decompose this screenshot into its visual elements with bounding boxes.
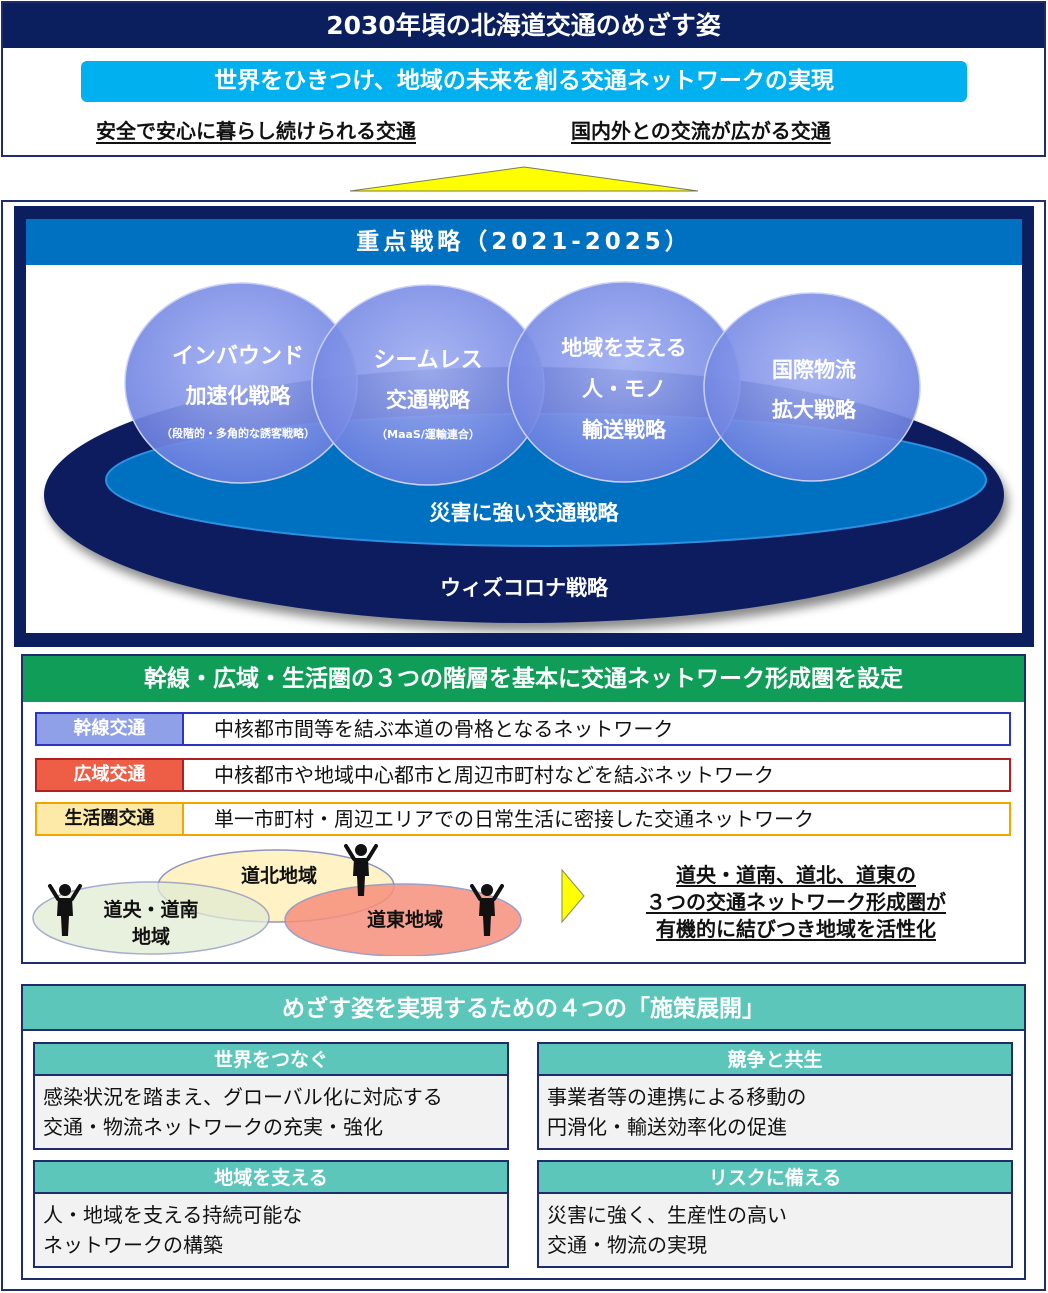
measure-body-line: 感染状況を踏まえ、グローバル化に対応する	[43, 1085, 443, 1109]
tier-row-living-area: 生活圏交通 単一市町村・周辺エリアでの日常生活に密接した交通ネットワーク	[35, 802, 1011, 836]
measure-body-line: 事業者等の連携による移動の	[547, 1085, 807, 1109]
vision-subgoal-safety: 安全で安心に暮らし続けられる交通	[96, 119, 416, 143]
region-north-label: 道北地域	[241, 864, 317, 887]
measure-title: リスクに備える	[537, 1160, 1013, 1194]
tier-label: 広域交通	[37, 760, 184, 790]
measure-card-connect-world: 世界をつなぐ 感染状況を踏まえ、グローバル化に対応する 交通・物流ネットワークの…	[33, 1042, 509, 1150]
vision-main-goal: 世界をひきつけ、地域の未来を創る交通ネットワークの実現	[81, 61, 967, 102]
tier-description: 単一市町村・周辺エリアでの日常生活に密接した交通ネットワーク	[214, 807, 814, 831]
measure-body-line: ネットワークの構築	[43, 1233, 223, 1257]
tier-description: 中核都市や地域中心都市と周辺市町村などを結ぶネットワーク	[214, 763, 774, 787]
strategy-frame	[1, 200, 1046, 1291]
measure-body-line: 災害に強く、生産性の高い	[547, 1203, 787, 1227]
strategy-header: 重点戦略（2021-2025）	[26, 219, 1022, 265]
tier-row-trunk: 幹線交通 中核都市間等を結ぶ本道の骨格となるネットワーク	[35, 712, 1011, 746]
disaster-resilient-label: 災害に強い交通戦略	[430, 501, 620, 525]
with-corona-label: ウィズコロナ戦略	[440, 576, 609, 600]
conclusion-line: ３つの交通ネットワーク形成圏が	[646, 890, 946, 914]
strategy-circle-3-line-3: 輸送戦略	[582, 418, 667, 442]
measure-body: 感染状況を踏まえ、グローバル化に対応する 交通・物流ネットワークの充実・強化	[43, 1082, 503, 1142]
region-east-label: 道東地域	[367, 908, 443, 931]
up-arrow-icon	[349, 166, 699, 192]
tier-description: 中核都市間等を結ぶ本道の骨格となるネットワーク	[214, 717, 674, 741]
measure-card-support-region: 地域を支える 人・地域を支える持続可能な ネットワークの構築	[33, 1160, 509, 1268]
right-arrow-icon	[561, 868, 585, 924]
strategy-circle-1-line-1: インバウンド	[172, 344, 304, 369]
network-conclusion: 道央・道南、道北、道東の ３つの交通ネットワーク形成圏が 有機的に結びつき地域を…	[596, 862, 996, 943]
region-central-south-label-2: 地域	[132, 925, 170, 948]
measure-card-competition: 競争と共生 事業者等の連携による移動の 円滑化・輸送効率化の促進	[537, 1042, 1013, 1150]
region-central-south-label-1: 道央・道南	[103, 898, 198, 921]
network-header: 幹線・広域・生活圏の３つの階層を基本に交通ネットワーク形成圏を設定	[23, 656, 1024, 702]
regions-diagram: 道北地域 道央・道南 地域 道東地域	[32, 842, 522, 956]
measure-title: 世界をつなぐ	[33, 1042, 509, 1076]
region-central-south-area	[32, 881, 270, 955]
measure-body: 事業者等の連携による移動の 円滑化・輸送効率化の促進	[547, 1082, 1007, 1142]
measure-body: 災害に強く、生産性の高い 交通・物流の実現	[547, 1200, 1007, 1260]
measure-body-line: 人・地域を支える持続可能な	[43, 1203, 303, 1227]
conclusion-line: 道央・道南、道北、道東の	[676, 863, 916, 887]
tier-label: 生活圏交通	[37, 804, 184, 834]
strategy-circle-3-line-1: 地域を支える	[561, 336, 686, 360]
measure-body-line: 円滑化・輸送効率化の促進	[547, 1115, 787, 1139]
measure-title: 地域を支える	[33, 1160, 509, 1194]
network-section: 幹線・広域・生活圏の３つの階層を基本に交通ネットワーク形成圏を設定 幹線交通 中…	[21, 654, 1026, 964]
vision-box: 2030年頃の北海道交通のめざす姿 世界をひきつけ、地域の未来を創る交通ネットワ…	[1, 1, 1046, 157]
vision-subgoal-exchange: 国内外との交流が広がる交通	[571, 119, 831, 143]
measure-body-line: 交通・物流の実現	[547, 1233, 707, 1257]
strategy-panel: 重点戦略（2021-2025） インバウンド	[14, 206, 1034, 647]
strategy-diagram: インバウンド 加速化戦略 （段階的・多角的な誘客戦略） シームレス 交通戦略 （…	[26, 265, 1022, 633]
strategy-circle-4-line-1: 国際物流	[772, 358, 856, 382]
tier-label: 幹線交通	[37, 714, 184, 744]
strategy-circle-2-note: （MaaS/運輸連合）	[376, 427, 480, 441]
strategy-circle-4-line-2: 拡大戦略	[772, 398, 857, 422]
measure-card-risk: リスクに備える 災害に強く、生産性の高い 交通・物流の実現	[537, 1160, 1013, 1268]
strategy-circle-2-line-2: 交通戦略	[386, 388, 471, 412]
measure-body-line: 交通・物流ネットワークの充実・強化	[43, 1115, 383, 1139]
measures-header: めざす姿を実現するための４つの「施策展開」	[21, 984, 1026, 1031]
measures-section: めざす姿を実現するための４つの「施策展開」 世界をつなぐ 感染状況を踏まえ、グロ…	[21, 984, 1026, 1280]
strategy-circle-1-line-2: 加速化戦略	[185, 384, 292, 408]
strategy-circle-1-note: （段階的・多角的な誘客戦略）	[161, 426, 315, 440]
vision-title: 2030年頃の北海道交通のめざす姿	[3, 3, 1044, 48]
strategy-venn: インバウンド 加速化戦略 （段階的・多角的な誘客戦略） シームレス 交通戦略 （…	[44, 281, 1004, 623]
strategy-circle-international	[703, 292, 921, 482]
strategy-circle-3-line-2: 人・モノ	[582, 377, 666, 401]
tier-row-wide-area: 広域交通 中核都市や地域中心都市と周辺市町村などを結ぶネットワーク	[35, 758, 1011, 792]
region-east-area	[284, 883, 522, 956]
strategy-circle-2-line-1: シームレス	[373, 348, 482, 373]
measure-title: 競争と共生	[537, 1042, 1013, 1076]
measure-body: 人・地域を支える持続可能な ネットワークの構築	[43, 1200, 503, 1260]
conclusion-line: 有機的に結びつき地域を活性化	[656, 917, 936, 941]
